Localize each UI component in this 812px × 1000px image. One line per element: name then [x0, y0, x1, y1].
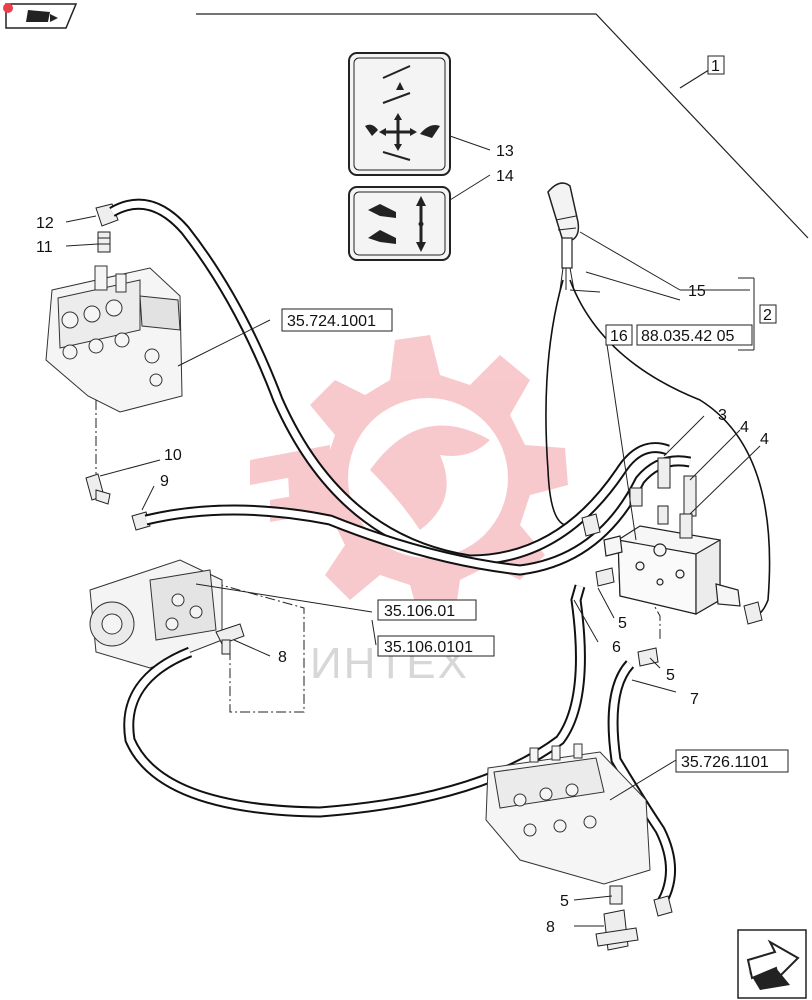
prev-page-icon[interactable]: [3, 3, 78, 29]
callout-5b: 5: [666, 667, 675, 684]
callout-11: 11: [36, 239, 53, 256]
next-page-icon[interactable]: [737, 929, 807, 999]
callout-6: 6: [612, 639, 621, 656]
callout-labels: 1 2 3 4 4 5 5 5 6 7 8 8 9 10 11 12 13 14…: [36, 55, 777, 936]
fitting-11: [97, 231, 111, 253]
leader-lines: [65, 135, 761, 927]
ref-valve-block-lower[interactable]: 35.726.1101: [681, 754, 769, 771]
joystick-decal-14: [348, 186, 451, 261]
valve-block-upper: [45, 265, 183, 413]
ref-valve-block-upper[interactable]: 35.724.1001: [287, 313, 376, 330]
fitting-5-lower: [609, 885, 623, 905]
callout-9: 9: [160, 473, 169, 490]
callout-5c: 5: [560, 893, 569, 910]
callout-3: 3: [718, 407, 727, 424]
fitting-8-lower: [595, 909, 639, 951]
callout-15: 15: [688, 283, 706, 300]
hose-pump-return: [123, 584, 586, 818]
callout-8a: 8: [278, 649, 287, 666]
joystick-decal-13: [348, 52, 451, 176]
callout-5a: 5: [618, 615, 627, 632]
reference-labels[interactable]: 35.724.1001 88.035.42 05 35.106.01 35.10…: [281, 308, 789, 773]
callout-2: 2: [763, 307, 772, 324]
fitting-8-upper: [215, 623, 245, 655]
valve-block-lower: [485, 743, 651, 885]
group-boundary-lines: [196, 13, 809, 239]
watermark-gear-logo: [250, 335, 568, 620]
callout-10: 10: [164, 447, 182, 464]
callout-1: 1: [711, 58, 720, 75]
callout-13: 13: [496, 143, 514, 160]
pump-assembly: [89, 559, 223, 669]
callout-16: 16: [610, 328, 628, 345]
callout-12: 12: [36, 215, 54, 232]
callout-7: 7: [690, 691, 699, 708]
callout-4a: 4: [740, 419, 749, 436]
hoses-upper: [109, 198, 692, 576]
callout-14: 14: [496, 168, 514, 185]
control-valve: [603, 525, 741, 616]
fitting-10: [85, 473, 111, 505]
callout-4b: 4: [760, 431, 769, 448]
ref-pump-b[interactable]: 35.106.0101: [384, 639, 473, 656]
ref-pump-a[interactable]: 35.106.01: [384, 603, 455, 620]
callout-8b: 8: [546, 919, 555, 936]
joystick-handle: [547, 182, 601, 293]
hose-end-lower: [653, 895, 673, 917]
ref-joystick[interactable]: 88.035.42 05: [641, 328, 735, 345]
